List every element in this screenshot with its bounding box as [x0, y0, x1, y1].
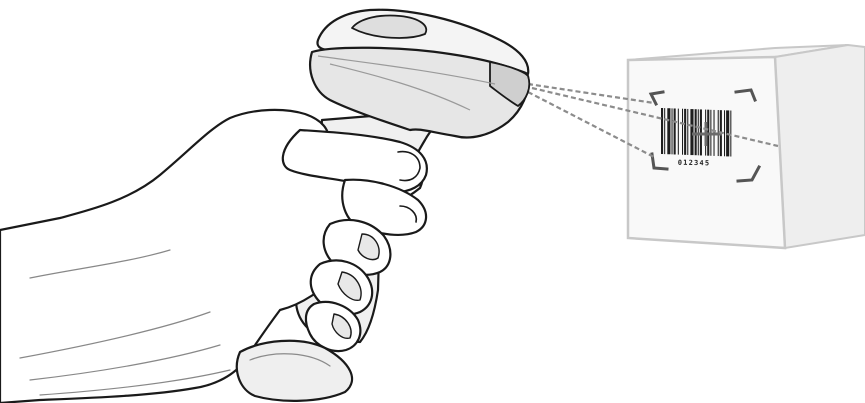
box-front-face	[626, 55, 787, 250]
barcode-bar	[673, 108, 676, 155]
barcode-bar	[684, 108, 687, 155]
scan-beam-icon	[527, 82, 779, 158]
barcode-bar	[690, 109, 694, 156]
scan-beam-middle	[531, 86, 779, 148]
barcode-bar	[699, 109, 702, 156]
scan-beam-upper	[527, 82, 655, 105]
barcode-bar	[694, 109, 697, 156]
barcode-bar	[687, 108, 689, 155]
box-side-face	[773, 43, 865, 250]
scanner-window	[351, 14, 428, 39]
box-icon	[626, 43, 865, 250]
barcode-bar	[677, 108, 679, 155]
scanner-nose	[489, 61, 531, 107]
barcode-bar	[697, 109, 699, 156]
barcode-bar	[664, 108, 666, 155]
scanner-head-body	[309, 46, 530, 139]
hand-icon	[0, 108, 428, 403]
barcode-bar	[682, 108, 684, 155]
aim-brackets	[648, 88, 762, 183]
barcode-digits: 012345	[678, 159, 711, 168]
barcode-bar	[667, 108, 671, 155]
barcode-bar	[661, 108, 664, 154]
hand-palm	[0, 108, 425, 403]
aim-crosshair	[692, 122, 722, 146]
barcode-bar	[671, 108, 673, 155]
barcode-bar	[730, 110, 732, 157]
barcode-bar	[724, 110, 726, 157]
